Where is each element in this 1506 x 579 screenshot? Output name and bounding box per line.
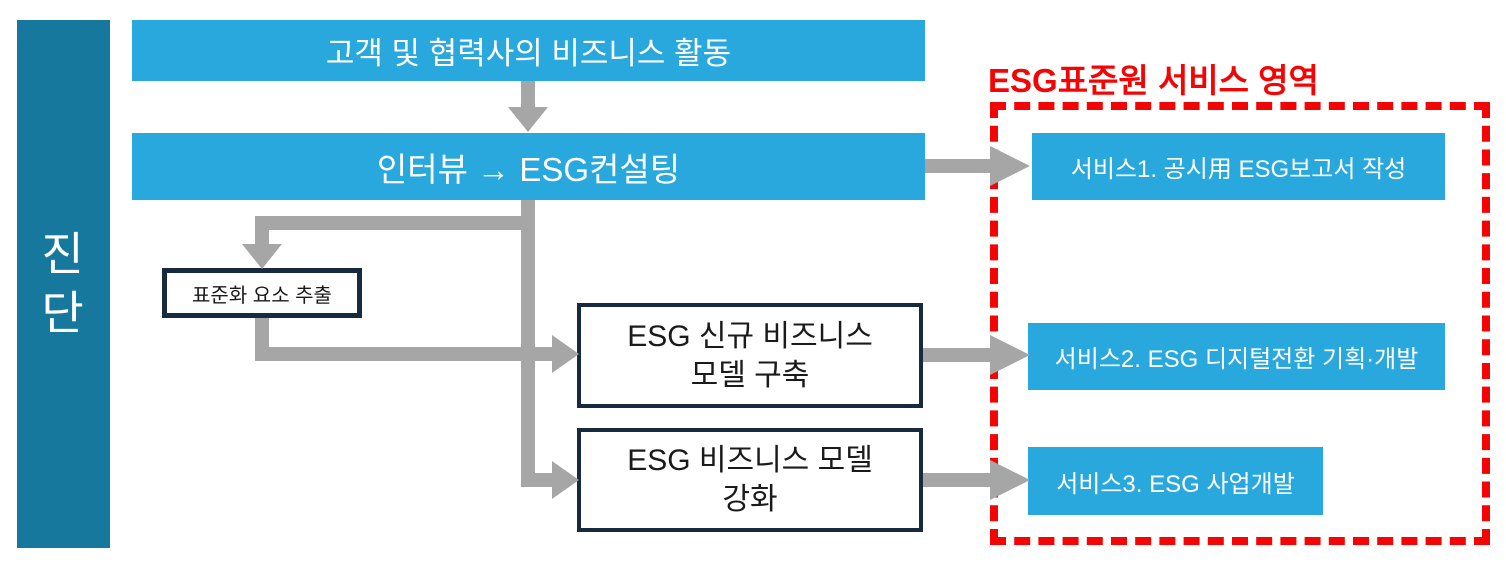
box-strengthen-model-line1: ESG 비즈니스 모델	[627, 444, 873, 477]
box-new-business-model-line2: 모델 구축	[690, 358, 810, 392]
box-business-activity-label: 고객 및 협력사의 비즈니스 활동	[325, 36, 732, 71]
connector-standardization-down	[255, 318, 269, 355]
service-area-dashed-border	[990, 102, 1490, 545]
box-interview-consulting-label: 인터뷰 → ESG컨설팅	[376, 150, 681, 188]
arrow-to-service2-head-icon	[990, 335, 1030, 375]
connector-trunk-elbow	[521, 473, 553, 487]
connector-branch-standardization-horizontal	[255, 216, 535, 230]
box-business-activity: 고객 및 협력사의 비즈니스 활동	[132, 20, 925, 81]
connector-strengthen-to-service3	[923, 473, 993, 487]
box-service-2: 서비스2. ESG 디지털전환 기획·개발	[1028, 323, 1445, 390]
arrow-to-standardization-head-icon	[242, 244, 282, 269]
box-service-1: 서비스1. 공시用 ESG보고서 작성	[1032, 133, 1445, 200]
connector-branch-standardization-vertical	[255, 216, 269, 246]
arrow-to-strengthen-model-head-icon	[552, 461, 579, 499]
connector-trunk-vertical	[521, 200, 535, 487]
stage-sidebar: 진단	[17, 20, 110, 548]
box-new-business-model: ESG 신규 비즈니스 모델 구축	[577, 303, 923, 408]
service-area-title: ESG표준원 서비스 영역	[988, 62, 1319, 99]
box-interview-consulting: 인터뷰 → ESG컨설팅	[132, 133, 925, 200]
arrow-activity-to-interview-head-icon	[508, 107, 548, 132]
box-service-2-label: 서비스2. ESG 디지털전환 기획·개발	[1054, 346, 1419, 373]
connector-newmodel-to-service2	[923, 348, 993, 362]
connector-standardization-to-newmodel	[255, 347, 553, 361]
box-standardization-extraction: 표준화 요소 추출	[162, 268, 362, 318]
box-new-business-model-line1: ESG 신규 비즈니스	[627, 319, 873, 353]
arrow-to-service3-head-icon	[990, 460, 1030, 500]
box-strengthen-model-line2: 강화	[722, 483, 778, 516]
box-service-3-label: 서비스3. ESG 사업개발	[1056, 470, 1295, 498]
stage-label: 진단	[41, 228, 86, 339]
arrow-activity-to-interview-shaft	[521, 81, 535, 109]
arrow-to-new-model-head-icon	[552, 335, 579, 373]
box-strengthen-model: ESG 비즈니스 모델 강화	[577, 428, 923, 532]
arrow-to-service1-head-icon	[990, 146, 1030, 186]
box-standardization-extraction-label: 표준화 요소 추출	[192, 284, 332, 307]
box-service-1-label: 서비스1. 공시用 ESG보고서 작성	[1070, 156, 1407, 183]
box-service-3: 서비스3. ESG 사업개발	[1028, 447, 1323, 515]
connector-interview-to-service1	[925, 159, 991, 173]
